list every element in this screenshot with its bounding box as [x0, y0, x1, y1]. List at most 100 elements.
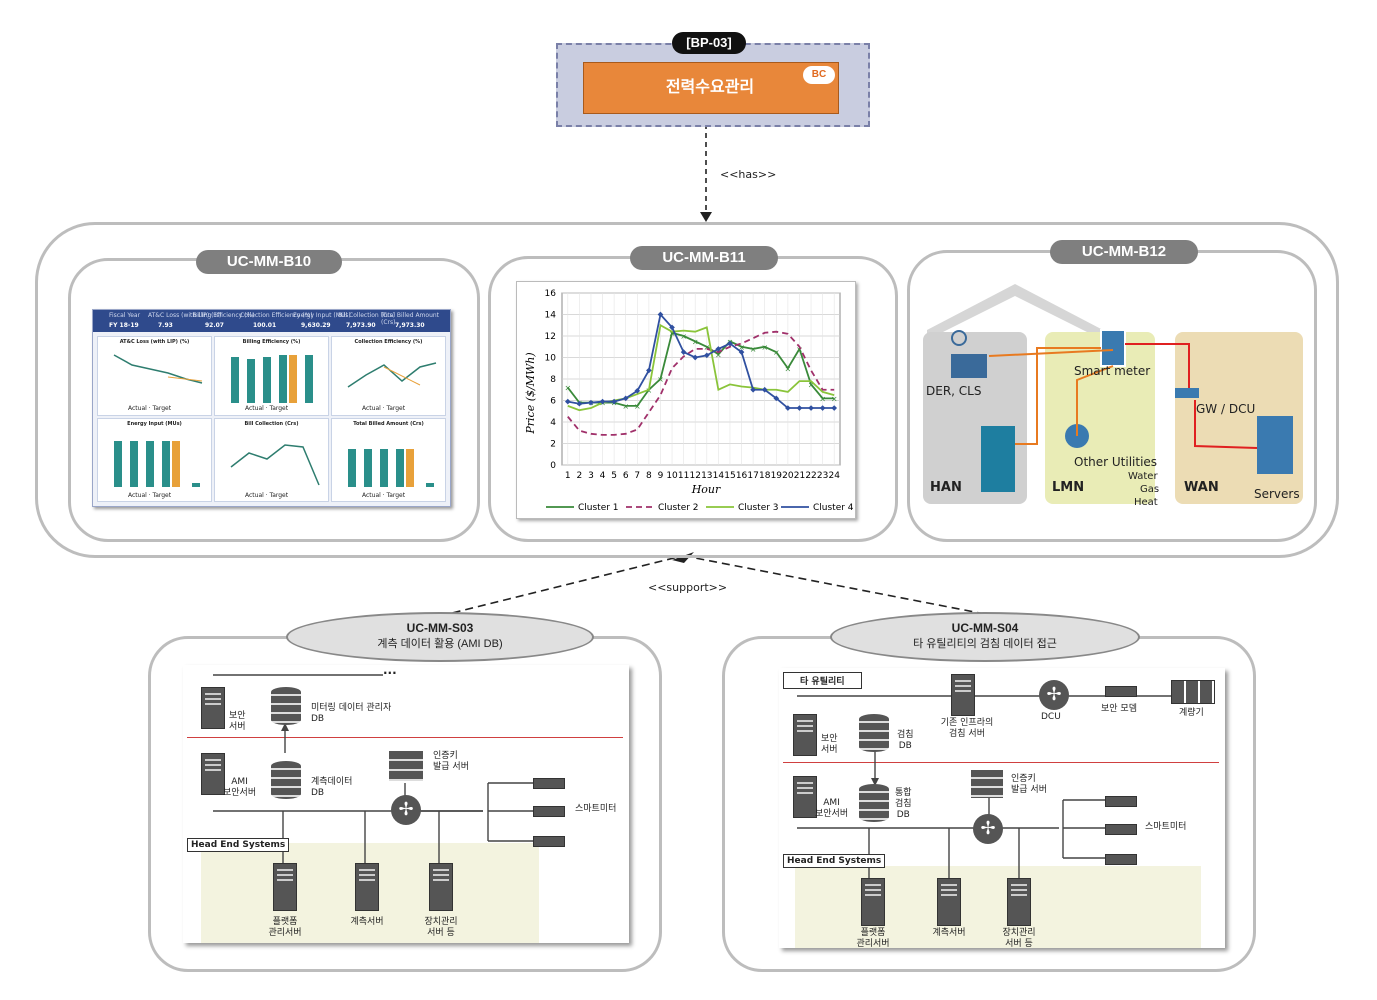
x-tick-label: 24	[828, 471, 840, 481]
price-y-label: Price ($/MWh)	[524, 352, 537, 434]
kpi-v4: 9,630.29	[301, 322, 331, 329]
x-tick-label: 16	[736, 471, 748, 481]
legend-actual: Actual	[362, 492, 381, 499]
x-tick-label: 10	[666, 471, 678, 481]
cluster-4-point	[634, 387, 641, 394]
kpi-card-billing: Billing Efficiency (%) Actual · Target	[214, 336, 329, 416]
s04-dcu-label: DCU	[1041, 712, 1061, 722]
kpi-card-atc: AT&C Loss (with LIP) (%) Actual · Target	[97, 336, 212, 416]
cluster-4-point	[796, 405, 803, 411]
s03-desc: 계측 데이터 활용 (AMI DB)	[377, 638, 503, 650]
kpi-header: Fiscal Year FY 18-19 AT&C Loss (with LIP…	[93, 310, 450, 332]
cluster-4-point	[646, 367, 652, 374]
other-utilities-label: Other Utilities	[1074, 455, 1158, 469]
cluster-4-point	[750, 386, 756, 393]
b12-label: UC-MM-B12	[1050, 240, 1198, 264]
cluster-1-point: ×	[796, 345, 803, 354]
cluster-4-point	[611, 398, 617, 405]
s03-platform-server-label: 플랫폼 관리서버	[268, 917, 302, 938]
kpi-h5: Bill Collection (Crs)	[338, 312, 396, 319]
lmn-label: LMN	[1052, 480, 1085, 495]
x-tick-label: 14	[713, 471, 725, 481]
red-link-server	[1194, 400, 1258, 449]
s04-infra-server-label: 기존 인프라의 검침 서버	[940, 718, 994, 739]
series-line-4	[567, 312, 835, 409]
cluster-1-point: ×	[785, 364, 792, 373]
s04-meter-icon	[1171, 680, 1215, 704]
s04-wires	[797, 695, 1209, 878]
x-tick-label: 4	[600, 471, 606, 481]
legend-target: Target	[152, 405, 172, 412]
fy-value: FY 18-19	[109, 322, 139, 329]
smart-meter-icon	[1100, 329, 1126, 367]
kpi-v5: 7,973.90	[346, 322, 376, 329]
s04-smartmeter-icon-3	[1105, 854, 1137, 865]
fridge-icon	[981, 426, 1015, 492]
s03-measure-db-icon	[271, 761, 301, 799]
energy-legend: Actual · Target	[128, 492, 172, 499]
s04-dcu-icon: ✢	[1039, 680, 1069, 710]
s04-other-utility-tag: 타 유틸리티	[783, 672, 862, 689]
s04-meter-label: 계량기	[1179, 708, 1204, 718]
atc-mini-chart	[113, 354, 203, 384]
kpi-v2: 92.07	[205, 322, 224, 329]
legend-target: Target	[386, 492, 406, 499]
cluster-4-point	[819, 405, 826, 411]
cluster-1-point: ×	[808, 380, 815, 389]
x-tick-label: 23	[817, 471, 828, 481]
cluster-1-point: ×	[773, 348, 780, 357]
x-tick-label: 6	[623, 471, 629, 481]
s04-router-icon: ✢	[973, 814, 1003, 844]
x-tick-label: 17	[747, 471, 758, 481]
s04-device-server-icon	[1007, 878, 1031, 926]
legend-target: Target	[269, 492, 289, 499]
cluster-1-point: ×	[831, 394, 838, 403]
has-arrowhead	[700, 212, 712, 222]
y-tick-label: 12	[545, 332, 556, 342]
kpi-h3: Collection Efficiency (%)	[240, 312, 313, 319]
kpi-card-collection: Collection Efficiency (%) Actual · Targe…	[331, 336, 446, 416]
cluster-1-point: ×	[634, 402, 641, 411]
y-tick-label: 10	[545, 354, 557, 364]
y-tick-label: 14	[545, 311, 557, 321]
x-tick-label: 2	[577, 471, 583, 481]
s03-divider	[187, 737, 623, 738]
legend-actual: Actual	[128, 492, 147, 499]
s03-router-icon: ✢	[391, 795, 421, 825]
s03-smartmeter-label: 스마트미터	[575, 804, 617, 814]
s03-oval: UC-MM-S03 계측 데이터 활용 (AMI DB)	[286, 612, 594, 662]
s04-cert-server-icon	[971, 770, 1003, 798]
cluster-1-point: ×	[819, 394, 826, 403]
s03-diagram: ... 보안 서버 미터링 데이터 관리자 DB AMI 보안서버 계측데이터 …	[183, 663, 629, 943]
s03-cert-server-icon	[389, 751, 423, 781]
kpi-card-title: Energy Input (MUs)	[127, 421, 182, 427]
legend-actual: Actual	[362, 405, 381, 412]
cluster-1-point: ×	[564, 384, 571, 393]
cluster-1-point: ×	[669, 329, 676, 338]
y-tick-label: 6	[550, 397, 556, 407]
s04-modem-icon	[1105, 686, 1137, 697]
red-link-wan	[1125, 343, 1190, 388]
legend-actual: Actual	[245, 405, 264, 412]
y-tick-label: 4	[550, 418, 556, 428]
x-tick-label: 21	[794, 471, 805, 481]
legend-entry: Cluster 2	[658, 503, 699, 513]
bp03-tag: [BP-03]	[672, 32, 746, 54]
orange-link-fridge	[1015, 347, 1101, 445]
kpi-card-title: Total Billed Amount (Crs)	[353, 421, 424, 427]
cluster-1-point: ×	[761, 343, 768, 352]
s04-ami-server-label: AMI 보안서버	[815, 798, 849, 819]
legend-actual: Actual	[128, 405, 147, 412]
cluster-4-point	[576, 400, 583, 407]
network-illustration	[923, 284, 1303, 504]
s03-ami-server-label: AMI 보안서버	[223, 777, 257, 798]
s03-measure-server-icon	[355, 863, 379, 911]
s04-cert-server-label: 인증키 발급 서버	[1011, 774, 1047, 795]
s04-check-db-icon	[859, 714, 889, 752]
legend-target: Target	[386, 405, 406, 412]
legend-target: Target	[152, 492, 172, 499]
x-tick-label: 12	[689, 471, 700, 481]
bp03-inner	[583, 62, 839, 114]
orange-link-der	[988, 349, 1114, 357]
s04-platform-server-label: 플랫폼 관리서버	[856, 928, 890, 949]
